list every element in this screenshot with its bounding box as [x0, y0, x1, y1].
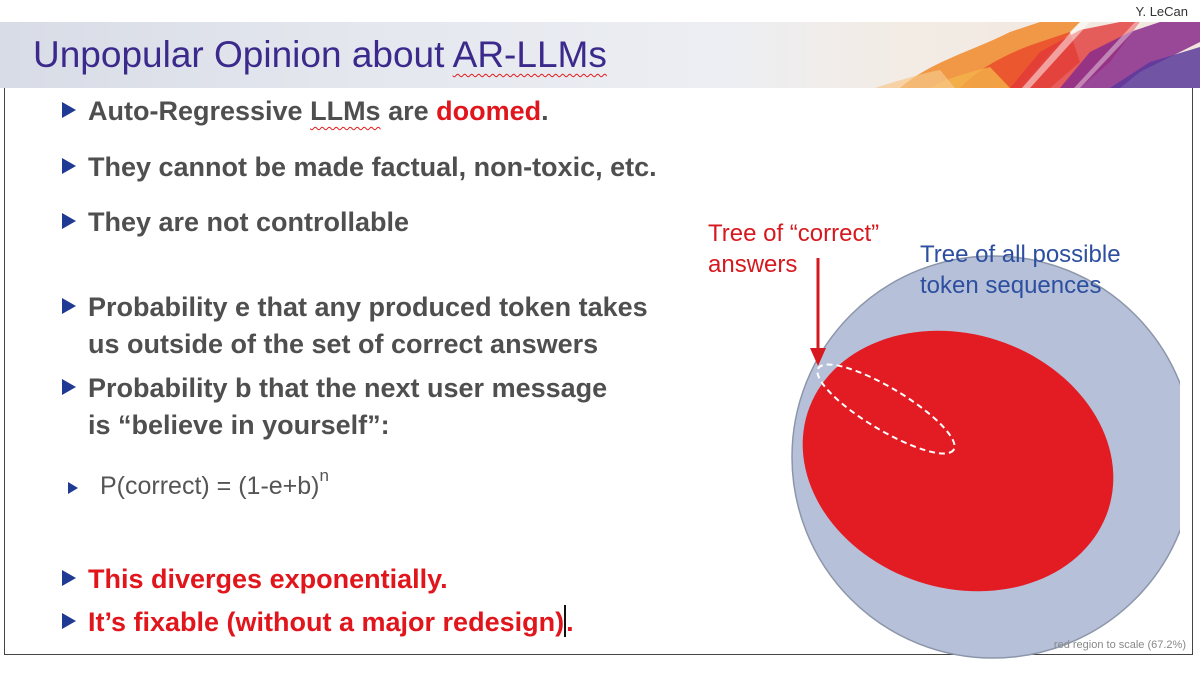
label-correct-line-1: Tree of “correct” — [708, 220, 880, 247]
title-term-ar-llms: AR-LLMs — [452, 34, 607, 75]
label-all-line-1: Tree of all possible — [920, 241, 1121, 268]
triangle-bullet-icon — [62, 613, 76, 629]
bullet-diverges: This diverges exponentially. — [62, 561, 448, 598]
triangle-bullet-icon — [62, 570, 76, 586]
triangle-bullet-icon — [62, 298, 76, 314]
author-label: Y. LeCan — [1135, 4, 1188, 19]
pointer-arrowhead — [810, 348, 826, 366]
text-cursor — [564, 605, 567, 637]
bullet-2-text: They cannot be made factual, non-toxic, … — [88, 152, 657, 182]
bullet-doomed: Auto-Regressive LLMs are doomed. — [62, 93, 549, 130]
bullet-1-text-b: are — [380, 96, 437, 126]
label-all-line-2: token sequences — [920, 272, 1102, 299]
page-title: Unpopular Opinion about AR-LLMs — [33, 34, 607, 76]
triangle-bullet-icon — [62, 379, 76, 395]
bullet-probability-e: Probability e that any produced token ta… — [62, 289, 648, 363]
bullet-1-period: . — [541, 96, 549, 126]
inner-region-correct-answers — [802, 330, 1114, 592]
label-correct-line-2: answers — [708, 251, 798, 278]
bullet-1-emphasis: doomed — [436, 96, 542, 126]
small-triangle-bullet-icon — [68, 482, 78, 494]
bullet-4-line-1: Probability e that any produced token ta… — [88, 292, 648, 322]
label-tree-all: Tree of all possible token sequences — [920, 239, 1121, 301]
bullet-1-term: LLMs — [310, 96, 381, 126]
formula-p-correct: P(correct) = (1-e+b)n — [68, 466, 329, 501]
bullet-5-line-2: is “believe in yourself”: — [88, 410, 390, 440]
slide-frame — [4, 88, 1193, 655]
title-main: Unpopular Opinion about — [33, 34, 453, 75]
dashed-ellipse-subtree — [816, 363, 956, 455]
formula-exponent: n — [319, 466, 329, 485]
token-tree-diagram — [791, 255, 1180, 659]
bullet-not-factual: They cannot be made factual, non-toxic, … — [62, 149, 657, 186]
scale-note: red region to scale (67.2%) — [1053, 639, 1186, 651]
bullet-4-line-2: us outside of the set of correct answers — [88, 329, 599, 359]
bullet-7-period: . — [566, 607, 574, 637]
triangle-bullet-icon — [62, 158, 76, 174]
slide-header: Unpopular Opinion about AR-LLMs — [0, 22, 1200, 88]
header-decoration-art — [875, 22, 1200, 88]
bullet-1-text-a: Auto-Regressive — [88, 96, 311, 126]
label-tree-correct: Tree of “correct” answers — [708, 218, 879, 280]
bullet-probability-b: Probability b that the next user message… — [62, 370, 607, 444]
triangle-bullet-icon — [62, 102, 76, 118]
bullet-5-line-1: Probability b that the next user message — [88, 373, 608, 403]
bullet-3-text: They are not controllable — [88, 207, 410, 237]
bullet-7-text[interactable]: It’s fixable (without a major redesign) — [88, 607, 565, 637]
bullet-not-controllable: They are not controllable — [62, 204, 409, 241]
triangle-bullet-icon — [62, 213, 76, 229]
bullet-fixable[interactable]: It’s fixable (without a major redesign). — [62, 604, 574, 641]
formula-text: P(correct) = (1-e+b) — [100, 472, 320, 501]
bullet-6-text: This diverges exponentially. — [88, 564, 448, 594]
